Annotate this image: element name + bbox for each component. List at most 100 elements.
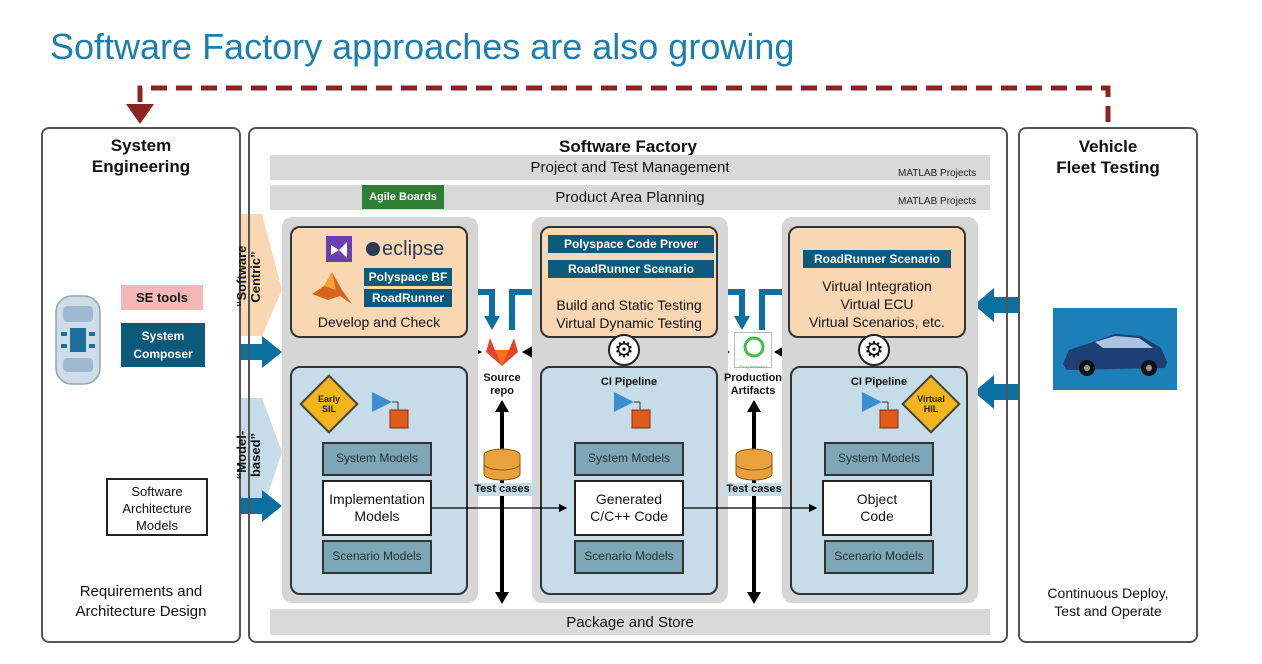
label-line: System xyxy=(141,329,185,343)
label-line: SIL xyxy=(321,404,336,414)
matlab-projects-label: MATLAB Projects xyxy=(898,196,977,207)
database-icon xyxy=(734,448,774,482)
software-architecture-models-box: Software Architecture Models xyxy=(106,478,208,536)
label-line: Virtual ECU xyxy=(840,296,914,312)
matlab-projects-label: MATLAB Projects xyxy=(898,168,977,179)
agile-boards-badge: Agile Boards xyxy=(362,185,444,209)
software-centric-arrow xyxy=(230,214,282,336)
label-line: C/C++ Code xyxy=(590,508,668,524)
label-line: Requirements and xyxy=(79,583,203,600)
arrow-factory-fleet-top xyxy=(974,288,1048,322)
system-composer-button[interactable]: System Composer xyxy=(121,323,205,367)
requirements-footer: Requirements and Architecture Design xyxy=(41,582,241,622)
simulink-block-icon xyxy=(612,390,652,430)
ci-pipeline-label: CI Pipeline xyxy=(600,376,658,388)
label-line: Virtual Dynamic Testing xyxy=(556,315,702,331)
software-factory-header: Software Factory xyxy=(559,137,697,156)
label-line: Composer xyxy=(133,347,193,361)
source-repo-label: Source repo xyxy=(472,372,532,398)
roadrunner-scenario-label: RoadRunner Scenario xyxy=(548,260,714,278)
header-line: System xyxy=(110,136,172,155)
project-test-management-label: Project and Test Management xyxy=(530,159,730,176)
polyspace-bf-label: Polyspace BF xyxy=(364,268,452,286)
car-chip-icon xyxy=(53,292,103,388)
software-factory-panel xyxy=(248,127,1008,643)
jfrog-label: JFrog Artifactory xyxy=(738,364,768,369)
label-line: Software xyxy=(131,484,183,499)
object-code-box: Object Code xyxy=(822,480,932,536)
page-title: Software Factory approaches are also gro… xyxy=(50,26,795,67)
feedback-loop-arrow xyxy=(137,85,1111,122)
scenario-models-box: Scenario Models xyxy=(574,540,684,574)
label-line: Virtual Scenarios, etc. xyxy=(809,314,945,330)
car-icon xyxy=(1053,308,1177,390)
header-line: Fleet Testing xyxy=(1056,158,1160,177)
scenario-models-box: Scenario Models xyxy=(824,540,934,574)
system-engineering-panel xyxy=(41,127,241,643)
ci-pipeline-label: CI Pipeline xyxy=(850,376,908,388)
feedback-arrowhead xyxy=(126,104,154,124)
generated-code-box: Generated C/C++ Code xyxy=(574,480,684,536)
label-line: Source xyxy=(483,372,521,384)
system-models-box: System Models xyxy=(322,442,432,476)
label-line: Production xyxy=(723,372,783,384)
label-line: Early xyxy=(317,394,341,404)
system-models-box: System Models xyxy=(824,442,934,476)
eclipse-logo: eclipse xyxy=(366,238,446,262)
matlab-icon xyxy=(310,270,354,308)
system-models-box: System Models xyxy=(574,442,684,476)
production-artifacts-label: Production Artifacts xyxy=(718,372,788,398)
test-cases-label: Test cases xyxy=(722,483,786,496)
virtual-integration-box xyxy=(788,226,966,338)
virtual-hil-label: Virtual HIL xyxy=(910,394,952,414)
scenario-models-box: Scenario Models xyxy=(322,540,432,574)
label-line: Models xyxy=(136,518,178,533)
package-store-bar xyxy=(270,609,990,635)
label-line: Architecture xyxy=(122,501,192,516)
label-line: Test and Operate xyxy=(1054,603,1162,619)
label-line: Architecture Design xyxy=(75,603,207,620)
se-tools-label: SE tools xyxy=(121,285,203,310)
polyspace-code-prover-label: Polyspace Code Prover xyxy=(548,235,714,253)
implementation-models-box: Implementation Models xyxy=(322,480,432,536)
label-line: Virtual xyxy=(917,394,945,404)
jfrog-icon: JFrog Artifactory xyxy=(734,332,772,369)
system-engineering-header: System Engineering xyxy=(41,135,241,177)
integration-caption: Virtual Integration Virtual ECU Virtual … xyxy=(788,277,966,331)
build-caption: Build and Static Testing Virtual Dynamic… xyxy=(540,296,718,332)
simulink-block-icon xyxy=(370,390,410,430)
label-line: Continuous Deploy, xyxy=(1047,585,1169,601)
label-line: Models xyxy=(354,508,400,524)
header-line: Engineering xyxy=(91,157,191,176)
label-line: Code xyxy=(860,508,894,524)
early-sil-label: Early SIL xyxy=(308,394,350,414)
vehicle-fleet-header: Vehicle Fleet Testing xyxy=(1018,136,1198,178)
gear-icon: ⚙ xyxy=(608,334,640,366)
visual-studio-icon xyxy=(326,236,352,262)
label-line: Implementation xyxy=(329,491,425,507)
label-line: Build and Static Testing xyxy=(556,297,702,313)
label-line: Object xyxy=(856,491,898,507)
label-line: Generated xyxy=(595,491,663,507)
arrow-factory-fleet-bottom xyxy=(974,375,1048,409)
roadrunner-scenario-label: RoadRunner Scenario xyxy=(803,250,951,268)
eclipse-icon xyxy=(366,242,380,256)
gitlab-icon xyxy=(484,334,520,368)
model-based-arrow xyxy=(230,398,282,512)
continuous-deploy-footer: Continuous Deploy, Test and Operate xyxy=(1018,584,1198,620)
label-line: Virtual Integration xyxy=(822,278,932,294)
database-icon xyxy=(482,448,522,482)
gear-icon: ⚙ xyxy=(858,334,890,366)
product-area-planning-label: Product Area Planning xyxy=(555,189,705,206)
simulink-block-icon xyxy=(860,390,900,430)
label-line: Artifacts xyxy=(730,385,776,397)
label-line: repo xyxy=(490,385,514,397)
label-line: HIL xyxy=(923,404,939,414)
test-cases-label: Test cases xyxy=(470,483,534,496)
project-test-management-bar xyxy=(270,155,990,180)
eclipse-label: eclipse xyxy=(382,238,445,260)
roadrunner-label: RoadRunner xyxy=(364,289,452,307)
package-store-label: Package and Store xyxy=(566,614,694,631)
develop-caption: Develop and Check xyxy=(317,314,441,330)
